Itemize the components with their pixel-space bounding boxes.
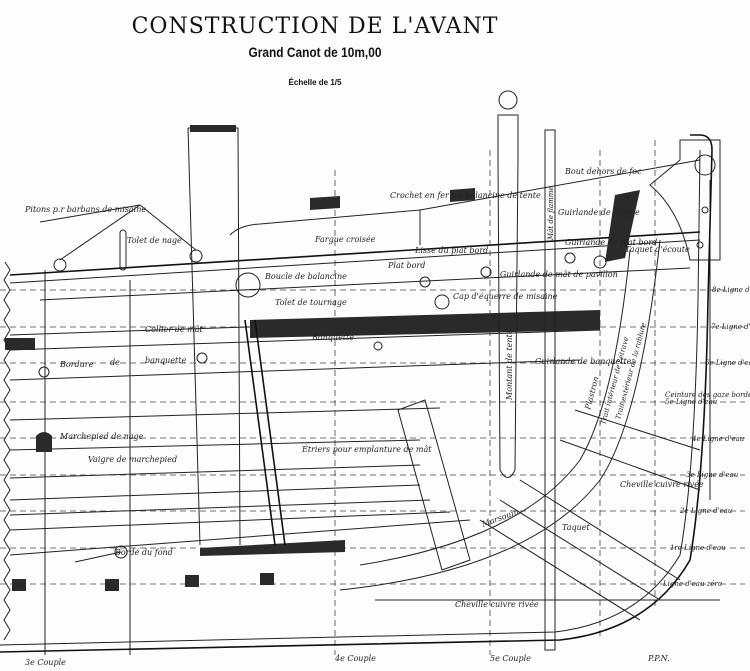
label-plastron: Plastron [583, 376, 601, 412]
label-cap-equerre: Cap d'équerre de misaine [453, 292, 558, 301]
label-guirlande-plat-bord: Guirlande de plat bord [565, 238, 657, 247]
label-guirlande-banquette: Guirlande de banquette [535, 357, 632, 366]
label-bordure-2: de [110, 358, 120, 367]
label-marchepied: Marchepied de nage [59, 432, 144, 441]
water-line-labels: 8e Ligne d'eau 7e Ligne d'eau 6e Ligne d… [662, 286, 750, 588]
fittings [36, 204, 607, 563]
label-guirlande-fargue: Guirlande de fargue [558, 208, 640, 217]
hull-planking [3, 159, 701, 641]
label-taquet-ecoute: Taquet d'écoute [625, 245, 690, 254]
mast [187, 125, 286, 546]
label-tolet-tournage: Tolet de tournage [275, 298, 347, 307]
bow-fitting [649, 139, 721, 261]
label-pitons: Pitons p.r barbans de misaine [24, 205, 146, 214]
keel-and-stem [0, 134, 720, 653]
frame-labels: 3e Couple 4e Couple 5e Couple P.P.N. [25, 654, 670, 667]
water-line-label: 2e Ligne d'eau [679, 507, 733, 515]
tent-post [397, 90, 556, 651]
water-line-label: 8e Ligne d'eau [712, 286, 750, 294]
label-vaigre: Vaigre de marchepied [88, 455, 177, 464]
label-bout-dehors: Bout dehors de foc [564, 167, 642, 176]
frame-label-5: 5e Couple [490, 654, 531, 663]
water-line-label: 1re Ligne d'eau [670, 544, 726, 552]
water-lines [0, 289, 745, 585]
label-cheville-1: Cheville cuivre rivée [455, 600, 539, 609]
frame-label-3: 3e Couple [25, 658, 66, 667]
water-line-label: 5e Ligne d'eau [665, 398, 718, 406]
drawing-scale: Échelle de 1/5 [288, 78, 342, 87]
frame-label-ppn: P.P.N. [647, 654, 670, 663]
thole-pin [119, 229, 127, 271]
label-tolet-nage: Tolet de nage [127, 236, 182, 245]
label-fargue: Fargue croisée [314, 235, 376, 244]
label-bordure-3: banquette [145, 356, 186, 365]
label-plat-bord: Plat bord [387, 261, 425, 270]
ring-icon [53, 258, 67, 272]
frame-label-4: 4e Couple [334, 654, 376, 663]
label-etriers: Étriers pour emplanture de mât [301, 445, 432, 454]
water-line-label: Ligne d'eau zéro [662, 580, 722, 588]
label-bordure-1: Bordure [59, 360, 94, 369]
label-crochet: Crochet en fer p.r balancine de tente [390, 191, 541, 200]
label-mat-flamme: Mât de flamme [547, 187, 555, 242]
water-line-label: 4e Ligne d'eau [691, 435, 745, 443]
label-montant: Montant de tente [505, 329, 514, 401]
water-line-label: 6e Ligne d'eau [705, 359, 750, 367]
water-line-label: 7e Ligne d'eau [711, 323, 750, 331]
label-guirlande-mat: Guirlande de mât de pavillon [500, 270, 618, 279]
label-boucle: Boucle de balancine [264, 272, 347, 281]
label-marsouin: Marsouin [480, 507, 520, 529]
labels: Pitons p.r barbans de misaine Tolet de n… [24, 167, 750, 609]
label-borde-fond: Bordé du fond [114, 548, 173, 557]
drawing-title: CONSTRUCTION DE L'AVANT [131, 14, 499, 39]
label-lisse: Lisse du plat bord [414, 246, 488, 255]
water-line-label: 3e Ligne d'eau [686, 471, 739, 479]
label-banquette: Banquette [311, 333, 354, 342]
drawing-subtitle: Grand Canot de 10m,00 [248, 44, 382, 60]
label-collier: Collier de mât [145, 325, 203, 334]
label-taquet: Taquet [562, 523, 590, 532]
label-ceinture: Ceinture des gaze bordés [665, 391, 750, 399]
label-cheville-2: Cheville cuivre rivée [620, 480, 704, 489]
